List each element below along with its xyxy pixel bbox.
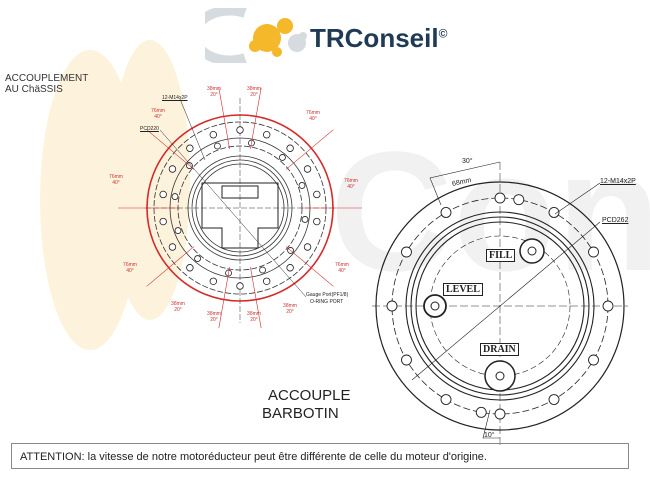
pcd-leader (411, 221, 601, 381)
bolt-hole (262, 131, 271, 139)
bolt-hole (159, 217, 167, 226)
bolt-hole (171, 193, 179, 200)
bolt-hole (494, 192, 506, 204)
bolt-hole (159, 190, 167, 199)
dimension-line (218, 267, 230, 329)
bolt-hole (279, 154, 286, 161)
logo-text: TRConseil© (310, 23, 448, 53)
warning-footer: ATTENTION: la vitesse de notre motoréduc… (11, 443, 629, 469)
bolt-hole (194, 255, 201, 262)
bolt-hole (588, 354, 599, 366)
angle-dimension (429, 161, 501, 206)
bolt-hole (236, 282, 244, 290)
level-port-center (430, 301, 440, 311)
bolt-hole (475, 406, 487, 418)
bolt-hole (168, 165, 177, 173)
left-bolt-spec: 12-M14x2P (162, 95, 188, 101)
fill-port (519, 238, 545, 264)
bolt-hole (513, 194, 525, 206)
bolt-hole (209, 277, 218, 285)
fill-label: FILL (486, 249, 516, 262)
level-port (423, 294, 447, 318)
bolt-hole (301, 216, 309, 223)
dimension-line (250, 87, 262, 149)
bolt-hole (286, 144, 294, 152)
drain-port-center (495, 371, 505, 381)
gauge-port-label: Gauge Port(PF1/8) (306, 292, 349, 298)
bolt-hole (401, 354, 412, 366)
bolt-hole (259, 266, 266, 274)
fill-port-center (527, 246, 537, 256)
bolt-hole (303, 165, 312, 173)
caption-line1: ACCOUPLE (268, 387, 351, 404)
angle-dimension (482, 409, 500, 439)
dimension-line (218, 87, 230, 149)
bolt-hole (214, 142, 221, 150)
dimension-line (146, 246, 195, 287)
leader-line (159, 129, 307, 298)
left-pcd: PCD220 (140, 126, 159, 132)
bolt-hole (588, 246, 599, 258)
bolt-hole (440, 394, 452, 405)
right-bolt-spec: 12-M14x2P (600, 178, 636, 185)
dimension-line (285, 246, 334, 287)
bolt-hole (286, 264, 294, 272)
angle-top: 30° (462, 158, 473, 165)
bolt-hole (313, 190, 321, 199)
bolt-hole (440, 207, 452, 218)
bolt-hole (494, 408, 506, 420)
bolt-hole (401, 246, 412, 258)
bolt-hole (186, 264, 194, 272)
bolt-hole (186, 144, 194, 152)
bolt-hole (548, 394, 560, 405)
bolt-hole (602, 300, 614, 312)
bolt-hole (548, 207, 560, 218)
dimension-line (250, 267, 262, 329)
valve-block (221, 185, 259, 199)
bolt-hole (174, 227, 182, 234)
bolt-hole (303, 243, 312, 251)
bolt-hole (262, 277, 271, 285)
drain-port (484, 360, 516, 392)
oring-port-label: O-RING PORT (310, 299, 344, 305)
bolt-hole (236, 126, 244, 134)
bolt-hole (298, 182, 306, 189)
bolt-hole (209, 131, 218, 139)
logo-icon (205, 8, 307, 63)
bolt-hole (313, 217, 321, 226)
level-label: LEVEL (443, 283, 483, 296)
bolt-hole (386, 300, 398, 312)
bolt-leader (554, 182, 601, 215)
leader-line (179, 98, 206, 161)
bolt-hole (168, 243, 177, 251)
caption-line2: BARBOTIN (262, 405, 339, 422)
motor-body (201, 182, 279, 249)
dimension-line (146, 129, 195, 170)
right-pcd: PCD262 (602, 217, 629, 224)
dimension-line (285, 129, 334, 170)
angle-bottom: 10° (484, 432, 495, 439)
drain-label: DRAIN (480, 343, 519, 356)
